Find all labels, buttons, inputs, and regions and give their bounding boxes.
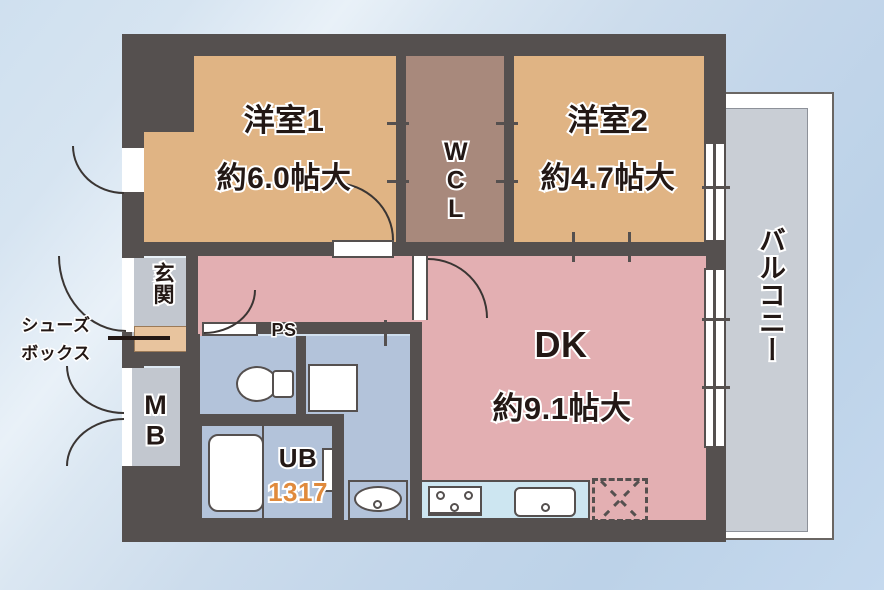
interior-wall-washitsu2-bottom (504, 242, 706, 256)
room-washitsu2-fill (510, 56, 704, 242)
room-wcl-fill (404, 56, 510, 248)
wcl-mark-right-h1 (496, 122, 518, 125)
toilet-bowl (236, 366, 278, 402)
wcl-mark-right-v2 (505, 160, 508, 210)
interior-wall-washroom-right (410, 322, 422, 522)
exterior-wall-top-left-block (122, 34, 194, 132)
sliding-door-washitsu2-mullion (713, 142, 716, 242)
door-opening-washitsu1 (332, 240, 394, 258)
shoe-box-callout-line1: シューズ (20, 315, 92, 337)
room-dk-name: DK (533, 322, 590, 366)
bathtub (208, 434, 264, 512)
ps-mark-v (384, 320, 387, 346)
stove-burner-3 (450, 503, 459, 512)
stove-burner-1 (436, 491, 445, 500)
washing-machine-space (308, 364, 358, 412)
sliding-door-mark-2 (702, 318, 730, 321)
washitsu2-bottom-mark-h2 (619, 246, 641, 249)
exterior-wall-right-lower (704, 448, 726, 542)
mb-door-opening (122, 368, 132, 466)
shoe-box-callout-line2: ボックス (20, 343, 92, 365)
interior-wall-genkan-right (186, 256, 198, 354)
door-swing-mb-upper (66, 366, 124, 414)
interior-wall-mb-bottom (122, 466, 198, 522)
exterior-wall-bottom (122, 520, 726, 542)
interior-wall-toilet-bottom (196, 414, 344, 426)
interior-wall-toilet-right (296, 336, 306, 416)
ps-dotted-line (308, 330, 412, 334)
door-opening-washitsu2 (412, 256, 428, 320)
wcl-mark-right-h2 (496, 180, 518, 183)
toilet-tank (272, 370, 294, 398)
genkan-label: 玄関 (149, 260, 176, 307)
mb-label: MB (139, 388, 173, 453)
room-washitsu1-fill (194, 56, 398, 132)
room-washitsu1-name: 洋室1 (242, 101, 326, 140)
window-washitsu1-left (122, 146, 144, 194)
exterior-wall-right-upper (704, 34, 726, 142)
kitchen-sink (514, 487, 576, 517)
exterior-wall-right-middle (704, 240, 726, 268)
washitsu2-bottom-mark-h1 (563, 246, 585, 249)
sliding-door-mark-3 (702, 386, 730, 389)
wcl-mark-left-v1 (396, 104, 399, 160)
washbasin-drain (373, 500, 382, 509)
interior-wall-genkan-bottom (122, 352, 198, 366)
room-genkan-fill (132, 258, 190, 336)
unit-bath-size-label: 1317 (266, 475, 329, 508)
room-washitsu1-area: 約6.0帖大 (215, 160, 353, 197)
room-dk-area: 約9.1帖大 (490, 389, 633, 428)
wcl-mark-right-v1 (505, 104, 508, 160)
balcony-slab (716, 108, 808, 532)
exterior-wall-top (122, 34, 726, 56)
room-mb-fill (128, 368, 180, 466)
wcl-mark-left-h2 (387, 180, 409, 183)
shoe-box-leader-line (108, 336, 170, 340)
interior-wall-wcl-right (504, 56, 514, 242)
unit-bath-door-opening (322, 448, 334, 492)
interior-wall-washroom-left (190, 334, 200, 522)
room-washitsu2-name: 洋室2 (566, 101, 650, 140)
wcl-label: WCL (440, 136, 472, 225)
interior-wall-wcl-left (396, 56, 406, 256)
interior-wall-bath-right (332, 414, 344, 522)
kitchen-sink-drain (541, 503, 550, 512)
interior-wall-wcl-bottom (396, 242, 506, 256)
sliding-door-mark-1 (702, 186, 730, 189)
ps-label: PS (270, 319, 298, 342)
stove-grill-line (428, 512, 482, 515)
unit-bath-label: UB (277, 441, 319, 474)
wcl-mark-left-v2 (396, 160, 399, 210)
wcl-mark-left-h1 (387, 122, 409, 125)
balcony-label: バルコニー (753, 224, 787, 365)
door-swing-mb-lower (66, 418, 124, 466)
door-swing-washitsu1-window (72, 146, 124, 194)
room-washitsu2-area: 約4.7帖大 (539, 160, 677, 197)
stove-burner-2 (464, 491, 473, 500)
refrigerator-space (592, 478, 648, 522)
sliding-door-dk-mullion (713, 268, 716, 448)
